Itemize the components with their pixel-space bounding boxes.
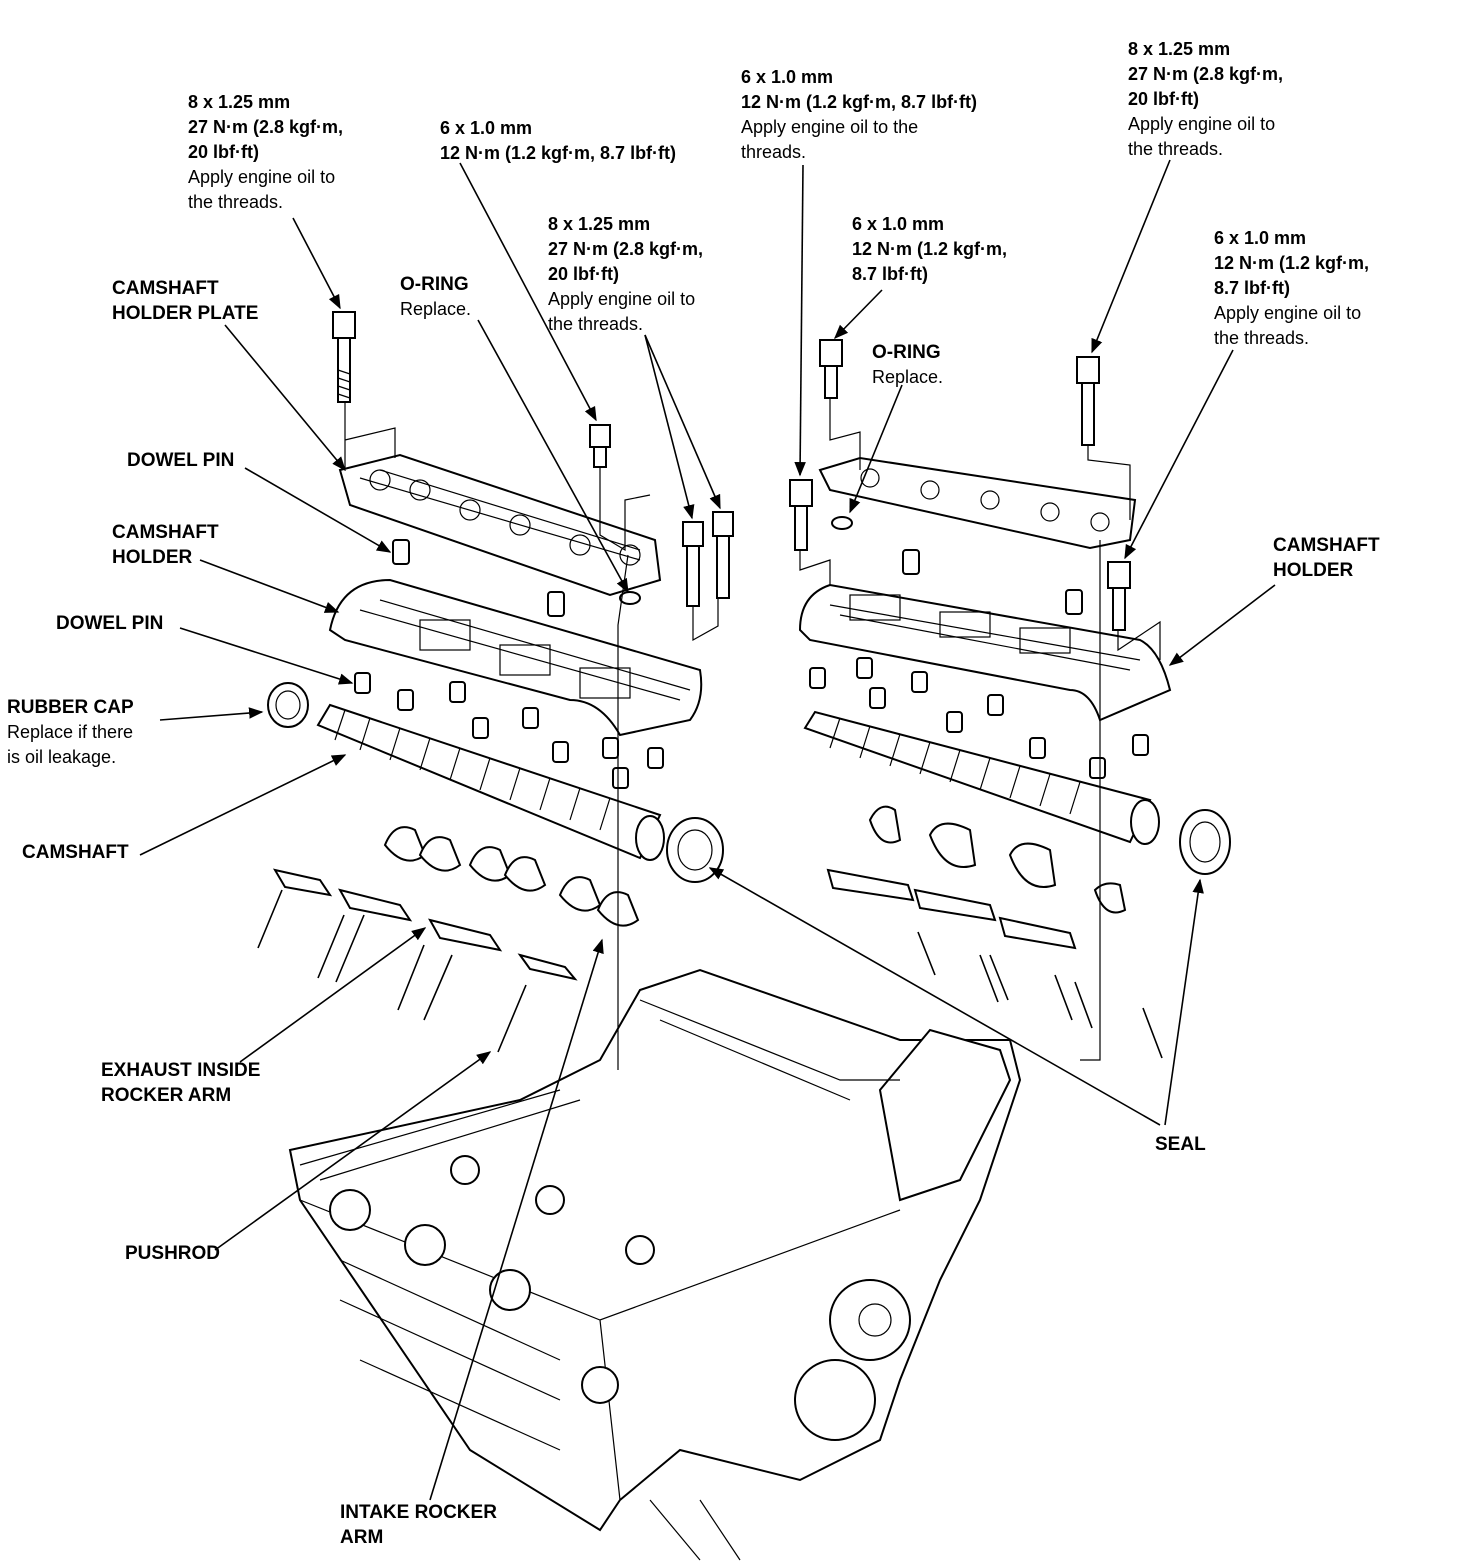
right-bolt-3 [789,479,813,551]
spec-right-small-bolt: 6 x 1.0 mm 12 N·m (1.2 kgf·m, 8.7 lbf·ft… [852,212,1007,287]
left-pushrods [257,889,527,1053]
spec-torque: 27 N·m (2.8 kgf·m, [548,239,704,259]
spec-right-holder-bolt: 6 x 1.0 mm 12 N·m (1.2 kgf·m, 8.7 lbf·ft… [741,65,977,165]
label-line-2: HOLDER [1273,560,1354,581]
label-note: Replace. [400,299,472,319]
right-seal [1179,809,1231,875]
spec-note-2: threads. [741,142,807,162]
spec-note-2: the threads. [1128,139,1224,159]
label-line-1: O-RING [872,342,941,363]
left-oring-part [619,591,641,605]
label-line-1: O-RING [400,274,469,295]
spec-note: Apply engine oil to the [741,117,919,137]
right-camshaft [803,710,1160,845]
spec-torque-lbf: 20 lbf·ft) [548,264,619,284]
right-oring-part [831,516,853,530]
spec-torque-lbf: 8.7 lbf·ft) [1214,278,1290,298]
label-camshaft: CAMSHAFT [22,842,129,863]
left-dowel-pins-top [392,539,565,617]
label-camshaft-holder-left: CAMSHAFT HOLDER [112,520,219,570]
right-dowel-pins-top [902,549,1083,615]
spec-torque-lbf: 20 lbf·ft) [188,142,259,162]
spec-right-plate-bolt: 8 x 1.25 mm 27 N·m (2.8 kgf·m, 20 lbf·ft… [1128,37,1283,162]
left-rubber-cap [267,682,309,728]
label-camshaft-holder-right: CAMSHAFT HOLDER [1273,533,1380,583]
left-camshaft [316,703,665,861]
left-bolt-2 [589,424,611,468]
label-dowel-pin-2: DOWEL PIN [56,613,164,634]
spec-note-2: the threads. [1214,328,1310,348]
right-rocker-arms [826,805,1127,950]
label-line-2: ARM [340,1527,384,1548]
label-exhaust-inside-rocker-arm: EXHAUST INSIDE ROCKER ARM [101,1058,260,1108]
label-line-1: INTAKE ROCKER [340,1502,497,1523]
label-note-2: is oil leakage. [7,747,117,767]
leader-lines [139,159,1276,1501]
engine-block [288,968,1022,1561]
spec-torque: 12 N·m (1.2 kgf·m, [852,239,1008,259]
label-seal: SEAL [1155,1134,1206,1155]
label-rubber-cap: RUBBER CAP Replace if there is oil leaka… [7,695,134,770]
label-line-1: CAMSHAFT [1273,535,1380,556]
label-line-1: RUBBER CAP [7,697,134,718]
label-note: Replace. [872,367,944,387]
right-camshaft-holder [798,583,1172,722]
spec-torque: 12 N·m (1.2 kgf·m, 8.7 lbf·ft) [440,143,677,163]
spec-left-small-bolt: 6 x 1.0 mm 12 N·m (1.2 kgf·m, 8.7 lbf·ft… [440,116,676,166]
label-oring-left: O-RING Replace. [400,272,471,322]
left-rocker-arms [272,826,640,981]
spec-note: Apply engine oil to [1214,303,1362,323]
spec-size: 6 x 1.0 mm [741,67,834,87]
left-bolt-3 [682,521,704,607]
right-bolt-1 [819,339,843,399]
left-seal [666,817,724,883]
spec-right-end-bolt: 6 x 1.0 mm 12 N·m (1.2 kgf·m, 8.7 lbf·ft… [1214,226,1369,351]
spec-torque-lbf: 8.7 lbf·ft) [852,264,928,284]
left-holder-plate [338,453,662,597]
spec-torque: 12 N·m (1.2 kgf·m, [1214,253,1370,273]
spec-note: Apply engine oil to [1128,114,1276,134]
label-line-1: CAMSHAFT [112,522,219,543]
label-intake-rocker-arm: INTAKE ROCKER ARM [340,1500,497,1550]
spec-size: 6 x 1.0 mm [1214,228,1307,248]
label-line-1: EXHAUST INSIDE [101,1060,261,1081]
label-line-2: ROCKER ARM [101,1085,232,1106]
spec-size: 8 x 1.25 mm [548,214,651,234]
left-bolt-4 [712,511,734,599]
label-line-1: CAMSHAFT [112,278,219,299]
left-bolt-1 [332,311,356,403]
left-camshaft-holder [328,578,703,737]
spec-note: Apply engine oil to [188,167,336,187]
label-pushrod: PUSHROD [125,1243,221,1264]
label-dowel-pin-1: DOWEL PIN [127,450,235,471]
spec-size: 8 x 1.25 mm [188,92,291,112]
label-oring-right: O-RING Replace. [872,340,943,390]
spec-left-holder-bolts: 8 x 1.25 mm 27 N·m (2.8 kgf·m, 20 lbf·ft… [548,212,703,337]
spec-note: Apply engine oil to [548,289,696,309]
spec-size: 6 x 1.0 mm [440,118,533,138]
spec-size: 6 x 1.0 mm [852,214,945,234]
spec-size: 8 x 1.25 mm [1128,39,1231,59]
right-bolt-2 [1076,356,1100,446]
spec-torque: 27 N·m (2.8 kgf·m, [188,117,344,137]
spec-torque-lbf: 20 lbf·ft) [1128,89,1199,109]
spec-note-2: the threads. [548,314,644,334]
label-camshaft-holder-plate: CAMSHAFT HOLDER PLATE [112,276,258,326]
right-bolt-4 [1107,561,1131,631]
label-line-2: HOLDER PLATE [112,303,259,324]
label-note-1: Replace if there [7,722,134,742]
spec-note-2: the threads. [188,192,284,212]
right-pushrods [917,931,1163,1059]
spec-torque: 27 N·m (2.8 kgf·m, [1128,64,1284,84]
spec-left-plate-bolt: 8 x 1.25 mm 27 N·m (2.8 kgf·m, 20 lbf·ft… [188,90,343,215]
label-line-2: HOLDER [112,547,193,568]
spec-torque: 12 N·m (1.2 kgf·m, 8.7 lbf·ft) [741,92,978,112]
right-dowel-pins [809,657,1149,779]
